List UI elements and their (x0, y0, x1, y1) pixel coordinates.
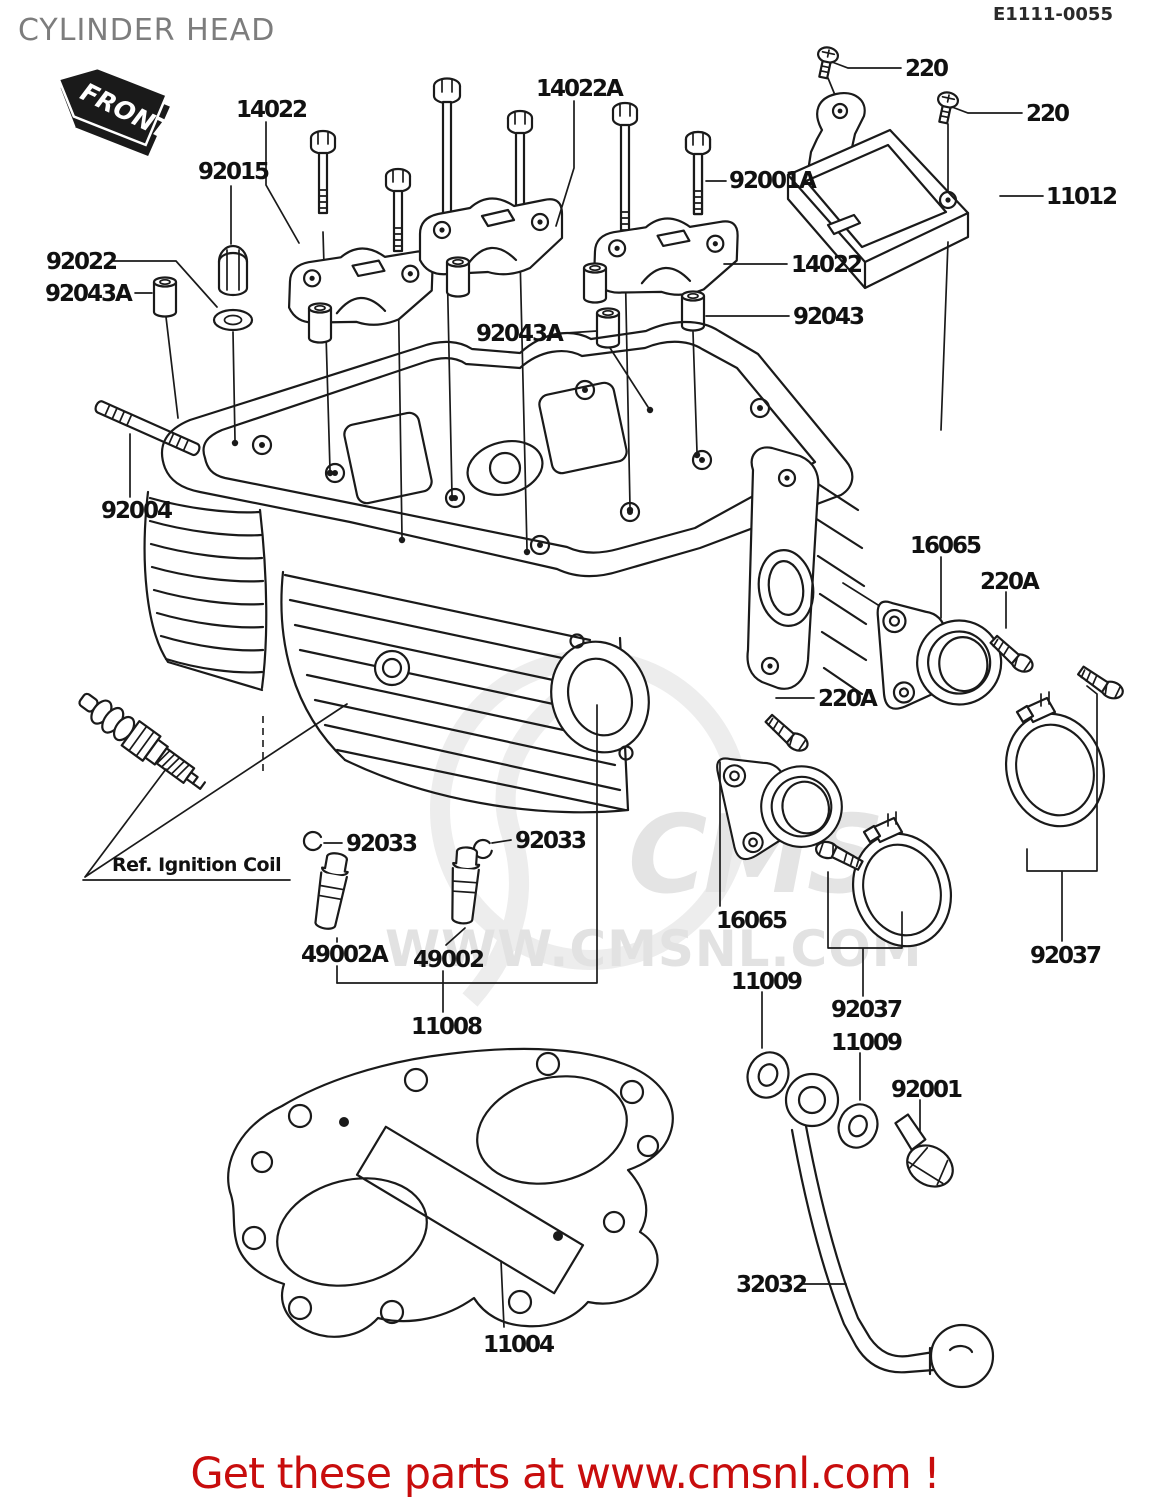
part-label-92022[interactable]: 92022 (46, 249, 118, 275)
part-label-220a-right[interactable]: 220A (980, 569, 1042, 595)
exhaust-port-flange (550, 633, 650, 761)
cylinder-head-drawing (78, 44, 1128, 1389)
spark-plug-drawing (78, 692, 206, 790)
page-title: CYLINDER HEAD (18, 13, 275, 48)
head-gasket-drawing (227, 1047, 674, 1338)
part-label-11004[interactable]: 11004 (483, 1332, 556, 1358)
part-label-92037-right[interactable]: 92037 (1030, 943, 1103, 969)
part-label-11009-upper[interactable]: 11009 (731, 969, 804, 995)
part-label-92043[interactable]: 92043 (793, 304, 866, 330)
oil-pipe-drawing (790, 1124, 995, 1389)
part-label-92033-right[interactable]: 92033 (515, 828, 588, 854)
footer-banner: Get these parts at www.cmsnl.com ! (190, 1449, 939, 1499)
part-label-11008[interactable]: 11008 (411, 1014, 484, 1040)
part-label-14022-left[interactable]: 14022 (236, 97, 308, 123)
front-direction-badge: FRONT (57, 66, 176, 157)
part-label-49002[interactable]: 49002 (413, 947, 485, 973)
part-labels: 220 220 14022A 14022 92015 92001A 11012 … (45, 56, 1118, 1358)
part-label-92015[interactable]: 92015 (198, 159, 271, 185)
leader-lines (82, 61, 1098, 1328)
watermark-url-text: WWW.CMSNL.COM (385, 920, 923, 978)
part-label-92001a[interactable]: 92001A (729, 168, 819, 194)
part-label-92033-left[interactable]: 92033 (346, 831, 419, 857)
part-label-16065-upper[interactable]: 16065 (910, 533, 983, 559)
intake-flange (746, 446, 868, 696)
part-label-220-top[interactable]: 220 (905, 56, 950, 82)
part-label-92001[interactable]: 92001 (891, 1077, 964, 1103)
diagram-code: E1111-0055 (993, 4, 1113, 25)
part-label-32032[interactable]: 32032 (736, 1272, 808, 1298)
part-label-220a-left[interactable]: 220A (818, 686, 880, 712)
part-label-220-right[interactable]: 220 (1026, 101, 1071, 127)
part-label-49002a[interactable]: 49002A (301, 942, 391, 968)
part-label-92004[interactable]: 92004 (101, 498, 174, 524)
stud-92004-drawing (94, 400, 201, 457)
part-label-14022-right[interactable]: 14022 (791, 252, 863, 278)
part-label-16065-lower[interactable]: 16065 (716, 908, 789, 934)
part-label-11009-lower[interactable]: 11009 (831, 1030, 904, 1056)
oil-line-fittings (746, 1051, 954, 1188)
part-label-92043a-left[interactable]: 92043A (45, 281, 135, 307)
bracket-11012-drawing (786, 92, 970, 290)
head-bolt-bosses (251, 379, 771, 556)
part-label-14022a[interactable]: 14022A (536, 76, 626, 102)
part-label-11012[interactable]: 11012 (1046, 184, 1118, 210)
ref-ignition-coil-note: Ref. Ignition Coil (112, 854, 281, 876)
part-label-92043a-center[interactable]: 92043A (476, 321, 566, 347)
part-label-92037-center[interactable]: 92037 (831, 997, 904, 1023)
